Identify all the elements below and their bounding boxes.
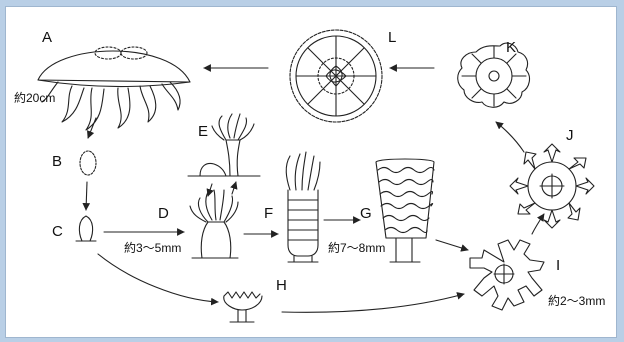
size-adult: 約20cm bbox=[14, 92, 55, 104]
ephyra-icon bbox=[470, 240, 544, 310]
arrow-g-to-i bbox=[436, 240, 468, 250]
label-e: E bbox=[198, 124, 208, 139]
label-a: A bbox=[42, 30, 52, 45]
label-i: I bbox=[556, 258, 560, 273]
planula-icon bbox=[80, 151, 96, 175]
label-l: L bbox=[388, 30, 396, 45]
young-medusa-icon bbox=[458, 43, 530, 107]
label-g: G bbox=[360, 206, 372, 221]
size-ephyra: 約2～3mm bbox=[548, 295, 605, 307]
adult-medusa-icon bbox=[38, 47, 190, 130]
label-c: C bbox=[52, 224, 63, 239]
scyphistoma-icon bbox=[190, 190, 238, 258]
arrow-i-to-j bbox=[532, 214, 544, 234]
metaephyra-icon bbox=[510, 144, 594, 228]
arrow-b-to-c bbox=[86, 182, 87, 210]
label-d: D bbox=[158, 206, 169, 221]
settled-polyp-icon bbox=[76, 216, 96, 241]
arrow-c-to-h bbox=[98, 254, 218, 302]
cycle-arrows bbox=[86, 68, 544, 312]
size-polyp: 約3～5mm bbox=[124, 242, 181, 254]
label-b: B bbox=[52, 154, 62, 169]
label-f: F bbox=[264, 206, 273, 221]
size-strobila: 約7～8mm bbox=[328, 242, 385, 254]
arrow-d-to-e bbox=[232, 182, 236, 194]
label-k: K bbox=[506, 40, 516, 55]
arrow-h-to-i bbox=[282, 294, 464, 312]
early-strobila-icon bbox=[286, 152, 320, 262]
podocyst-polyp-icon bbox=[224, 292, 262, 322]
arrow-j-to-k bbox=[496, 122, 524, 152]
arrow-e-to-d bbox=[208, 184, 212, 196]
juvenile-medusa-icon bbox=[290, 30, 382, 122]
label-h: H bbox=[276, 278, 287, 293]
label-j: J bbox=[566, 128, 574, 143]
